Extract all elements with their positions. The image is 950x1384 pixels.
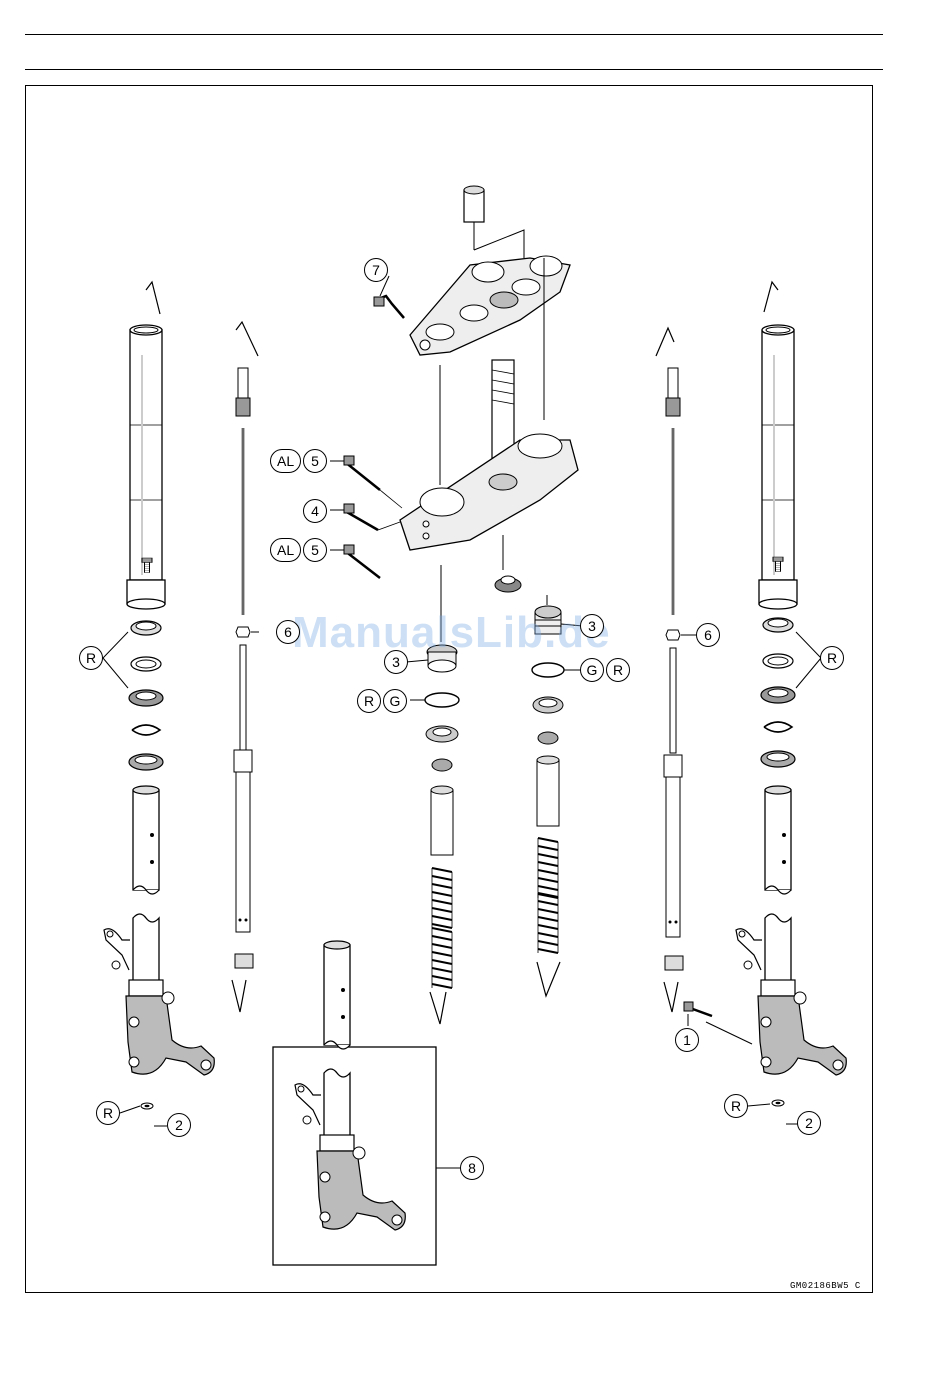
callout-5-lower: 5: [303, 538, 327, 562]
lower-clamp-bolts: [344, 456, 402, 578]
right-seal-ring-set: [761, 618, 795, 767]
callout-r-right-seals: R: [820, 646, 844, 670]
left-axle-washer: [141, 1103, 153, 1109]
inset-alternate-fork-bottom: [273, 941, 460, 1265]
callout-3-left: 3: [384, 650, 408, 674]
callout-8: 8: [460, 1156, 484, 1180]
callout-6-right: 6: [696, 623, 720, 647]
callout-4: 4: [303, 499, 327, 523]
callout-r-right-washer: R: [724, 1094, 748, 1118]
callout-leader-lines: [103, 276, 821, 1126]
callout-r-left-seals: R: [79, 646, 103, 670]
right-axle-washer: [772, 1100, 784, 1106]
left-damper-rod: [232, 322, 258, 1012]
callout-r-left-rg: R: [357, 689, 381, 713]
upper-triple-clamp: [410, 186, 570, 355]
callout-g-left: G: [383, 689, 407, 713]
upper-clamp-bolt: [374, 296, 404, 318]
watermark: ManualsLib.de: [292, 608, 611, 658]
callout-7: 7: [364, 258, 388, 282]
callout-1: 1: [675, 1028, 699, 1052]
callout-3-right: 3: [580, 614, 604, 638]
callout-r-right-gr: R: [606, 658, 630, 682]
callout-5-upper: 5: [303, 449, 327, 473]
callout-r-left-washer: R: [96, 1101, 120, 1125]
right-damper-rod: [656, 328, 683, 1012]
figure-code: GM02186BW5 C: [790, 1281, 861, 1291]
left-seal-ring-set: [129, 621, 163, 770]
tag-al-lower: AL: [270, 538, 301, 562]
callout-2-right: 2: [797, 1111, 821, 1135]
callout-6-left: 6: [276, 620, 300, 644]
tag-al-upper: AL: [270, 449, 301, 473]
callout-g-right: G: [580, 658, 604, 682]
callout-2-left: 2: [167, 1113, 191, 1137]
left-inner-fork-tube: [104, 786, 214, 1075]
right-inner-fork-tube: [736, 786, 846, 1075]
